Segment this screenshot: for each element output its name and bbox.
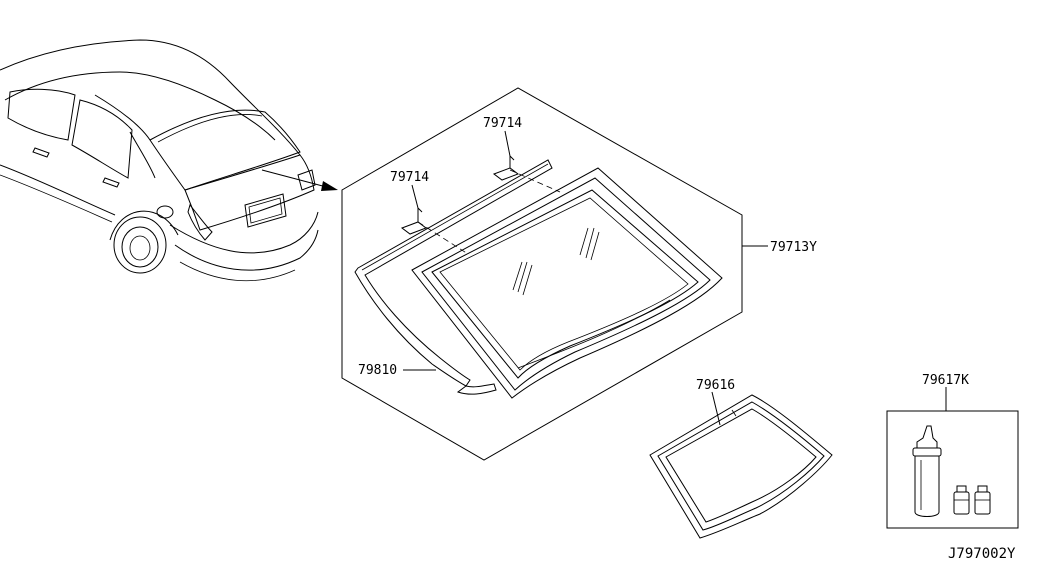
label-79617K: 79617K <box>922 373 969 388</box>
car-illustration <box>0 39 319 282</box>
label-79616: 79616 <box>696 378 735 393</box>
rear-glass <box>411 167 723 399</box>
glass-seal-79810 <box>354 159 561 395</box>
label-79713Y: 79713Y <box>770 240 817 255</box>
assembly-enclosure <box>341 87 743 461</box>
label-79714-upper: 79714 <box>483 116 522 131</box>
moulding-79616 <box>649 394 833 539</box>
kit-box-79617K <box>886 387 1019 529</box>
clip-79714-lower <box>400 207 428 235</box>
label-79714-lower: 79714 <box>390 170 429 185</box>
pointer-arrow <box>261 169 338 191</box>
clip-79714-upper <box>492 155 520 181</box>
label-79810: 79810 <box>358 363 397 378</box>
diagram-code: J797002Y <box>948 546 1016 562</box>
